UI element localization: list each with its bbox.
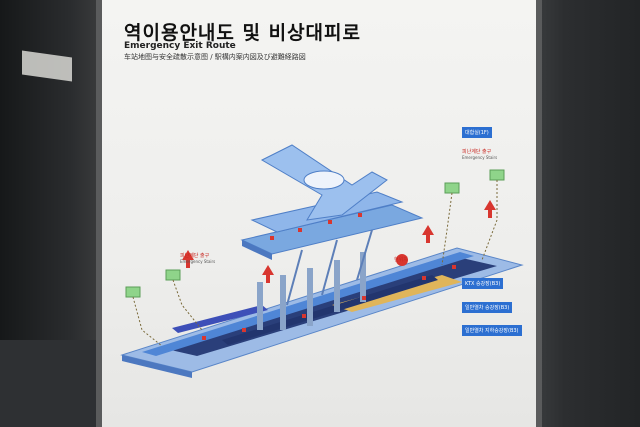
- exit-sign: [444, 182, 460, 194]
- exit-marker: [242, 328, 246, 332]
- exit-sign: [125, 286, 141, 298]
- callout-waiting-room: 대합실(1F): [462, 127, 492, 138]
- exit-markers: [202, 213, 456, 340]
- exit-marker: [362, 296, 366, 300]
- sign-title-cjk: 车站地图与安全疏散示意图 / 駅構内案内図及び避難経路図: [124, 53, 306, 61]
- station-map: [120, 144, 524, 378]
- callout-platform-b: 일반열차 지하승강장(B3): [462, 325, 522, 336]
- exit-marker: [452, 265, 456, 269]
- exit-arrows: [182, 200, 496, 283]
- evac-path: [172, 279, 203, 331]
- concourse-side: [242, 240, 272, 260]
- evac-paths: [132, 180, 498, 347]
- exit-marker: [422, 276, 426, 280]
- pillar: [280, 275, 286, 330]
- pillar: [360, 252, 366, 302]
- exit-arrow: [484, 200, 496, 218]
- floor-left: [0, 340, 100, 427]
- pillar: [257, 282, 263, 330]
- track-line-2: [222, 275, 438, 345]
- evac-stairs-label-right: 피난계단 출구: [462, 149, 492, 155]
- exit-marker: [202, 336, 206, 340]
- pillar: [307, 268, 313, 326]
- overpass-opening: [303, 170, 345, 190]
- exit-marker: [298, 228, 302, 232]
- exit-arrow: [182, 250, 194, 268]
- callout-ktx-platform: KTX 승강장(B3): [462, 278, 504, 289]
- exit-arrow: [422, 225, 434, 243]
- sign-title-english: Emergency Exit Route: [124, 41, 236, 51]
- exit-marker: [302, 314, 306, 318]
- escalator: [321, 239, 338, 296]
- exit-arrow: [262, 265, 274, 283]
- escalator: [286, 249, 303, 306]
- exit-marker: [270, 236, 274, 240]
- callout-platform-a: 일반열차 승강장(B3): [462, 302, 513, 313]
- evac-path: [481, 180, 498, 261]
- escalator: [356, 229, 373, 281]
- evac-stairs-en-right: Emergency Stairs: [462, 155, 498, 160]
- evac-path: [132, 296, 163, 347]
- purple-line: [172, 305, 268, 333]
- sign-title-korean: 역이용안내도 및 비상대피로: [124, 22, 361, 44]
- pillar: [334, 260, 340, 312]
- exit-marker: [358, 213, 362, 217]
- evac-stairs-en-left: Emergency Stairs: [180, 259, 216, 264]
- you-are-here-marker: [396, 254, 408, 266]
- evac-stairs-label-left: 피난계단 출구: [180, 253, 210, 259]
- exit-marker: [328, 220, 332, 224]
- evac-path: [441, 192, 453, 266]
- lower-level-edge: [122, 355, 192, 378]
- exit-sign: [489, 169, 505, 181]
- right-wall-panel: [532, 0, 640, 427]
- you-are-here-label: 현위치: [394, 257, 408, 263]
- exit-sign: [165, 269, 181, 281]
